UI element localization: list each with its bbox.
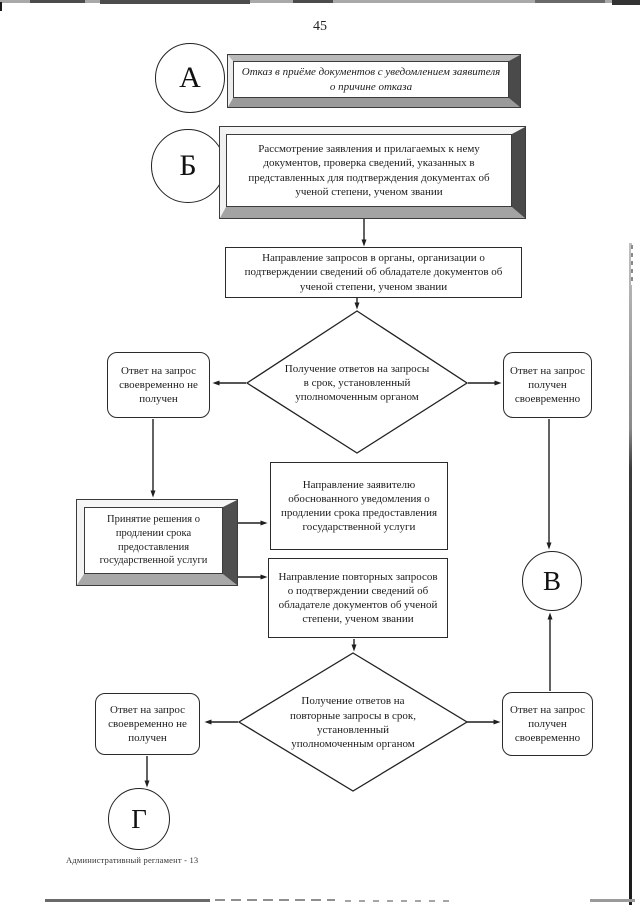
block-extend-decision: Принятие решения о продлении срока предо… <box>76 499 238 586</box>
scan-edge-right-dashes <box>631 245 633 285</box>
block-review-text: Рассмотрение заявления и прилагаемых к н… <box>248 142 490 198</box>
scan-edge-top-dark-1 <box>30 0 85 3</box>
decision-second-shape <box>237 652 469 792</box>
block-no-reply-first-text: Ответ на запрос своевременно не получен <box>119 364 198 406</box>
page-number: 45 <box>313 19 327 34</box>
connector-b-circle: Б <box>151 129 225 203</box>
connector-v-label: В <box>542 565 561 596</box>
block-notify-applicant-text: Направление заявителю обоснованного увед… <box>280 478 438 534</box>
connector-g-label: Г <box>131 803 147 834</box>
block-reply-second-text: Ответ на запрос получен своевременно <box>510 703 585 745</box>
scan-edge-right <box>629 243 632 905</box>
block-send-requests-text: Направление запросов в органы, организац… <box>244 252 503 293</box>
scan-edge-bottom-4 <box>590 899 635 902</box>
block-notify-applicant: Направление заявителю обоснованного увед… <box>270 462 448 550</box>
decision-second-text: Получение ответов на повторные запросы в… <box>289 695 417 751</box>
connector-a-circle: А <box>155 43 225 113</box>
block-review: Рассмотрение заявления и прилагаемых к н… <box>219 126 526 219</box>
block-refusal-text: Отказ в приёме документов с уведомлением… <box>241 66 501 93</box>
connector-a-label: А <box>179 61 201 94</box>
block-repeat-requests-text: Направление повторных запросов о подтвер… <box>278 570 438 626</box>
connector-g-circle: Г <box>108 788 170 850</box>
scan-edge-top-dark-4 <box>535 0 605 3</box>
decision-first-shape <box>245 310 469 454</box>
scan-edge-top-dark-3 <box>293 0 333 3</box>
block-reply-second: Ответ на запрос получен своевременно <box>502 692 593 756</box>
scan-edge-top-dark-2 <box>100 0 250 4</box>
connector-b-label: Б <box>179 149 197 182</box>
scan-edge-bottom-3 <box>345 900 455 902</box>
decision-first-text: Получение ответов на запросы в срок, уст… <box>284 362 430 404</box>
scan-edge-bottom-1 <box>45 899 210 902</box>
scan-edge-top-dark-5 <box>612 0 640 5</box>
block-no-reply-first: Ответ на запрос своевременно не получен <box>107 352 210 418</box>
block-extend-decision-text: Принятие решения о продлении срока предо… <box>99 514 208 567</box>
scan-edge-left-mark <box>0 2 2 11</box>
block-reply-first-text: Ответ на запрос получен своевременно <box>510 364 585 406</box>
block-repeat-requests: Направление повторных запросов о подтвер… <box>268 558 448 638</box>
block-send-requests: Направление запросов в органы, организац… <box>225 247 522 298</box>
block-reply-first: Ответ на запрос получен своевременно <box>503 352 592 418</box>
block-no-reply-second: Ответ на запрос своевременно не получен <box>95 693 200 755</box>
block-no-reply-second-text: Ответ на запрос своевременно не получен <box>108 703 187 745</box>
footer-regulation-note: Административный регламент - 13 <box>66 855 199 865</box>
connector-v-circle: В <box>522 551 582 611</box>
scan-edge-bottom-2 <box>215 899 335 901</box>
block-refusal: Отказ в приёме документов с уведомлением… <box>227 54 521 108</box>
